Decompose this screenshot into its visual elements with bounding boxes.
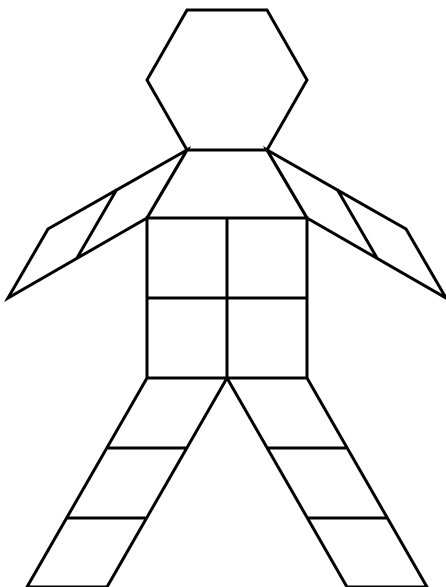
left-leg <box>27 378 227 587</box>
right-leg-parallelogram <box>227 378 427 587</box>
right-leg <box>227 378 427 587</box>
body <box>147 218 307 378</box>
left-leg-parallelogram <box>27 378 227 587</box>
right-arm <box>267 150 446 298</box>
head-hexagon <box>147 10 307 150</box>
left-arm <box>8 150 187 298</box>
